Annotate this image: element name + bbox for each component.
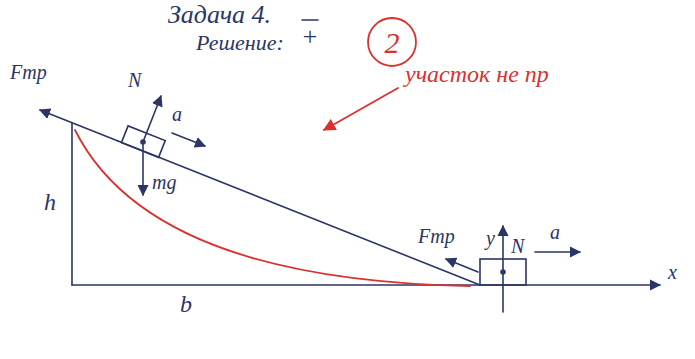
force-label: Fтр (10, 62, 47, 82)
force-label: N (511, 236, 524, 256)
x-axis (72, 284, 660, 286)
friction-arrow (446, 259, 478, 272)
problem-heading: Задача 4. (168, 2, 271, 28)
height-line (71, 123, 73, 285)
teacher-remark: участок не пр (405, 62, 549, 86)
solution-heading: Решение: (196, 32, 284, 54)
axis-label: y (486, 228, 495, 248)
normal-arrow (143, 96, 161, 142)
acceleration-label: a (172, 104, 182, 124)
mark-sign: + (301, 24, 319, 50)
gravity-arrow (142, 142, 144, 195)
incline-line (118, 141, 480, 285)
center-dot (501, 270, 505, 274)
block-on-floor (480, 259, 526, 285)
acceleration-label: a (550, 222, 560, 242)
height-label: h (44, 190, 56, 214)
force-label: Fтр (418, 226, 455, 246)
acceleration-arrow (172, 133, 205, 146)
force-label: N (128, 70, 141, 90)
plus-bar (302, 19, 318, 21)
curved-path (75, 130, 470, 286)
acceleration-arrow (535, 251, 580, 253)
length-label: b (180, 292, 192, 316)
grade-number: 2 (385, 28, 400, 58)
force-label: mg (152, 172, 176, 192)
axis-label: x (668, 262, 677, 282)
remark-arrow (324, 88, 398, 130)
y-axis (502, 226, 504, 312)
grade-circle (368, 18, 416, 66)
